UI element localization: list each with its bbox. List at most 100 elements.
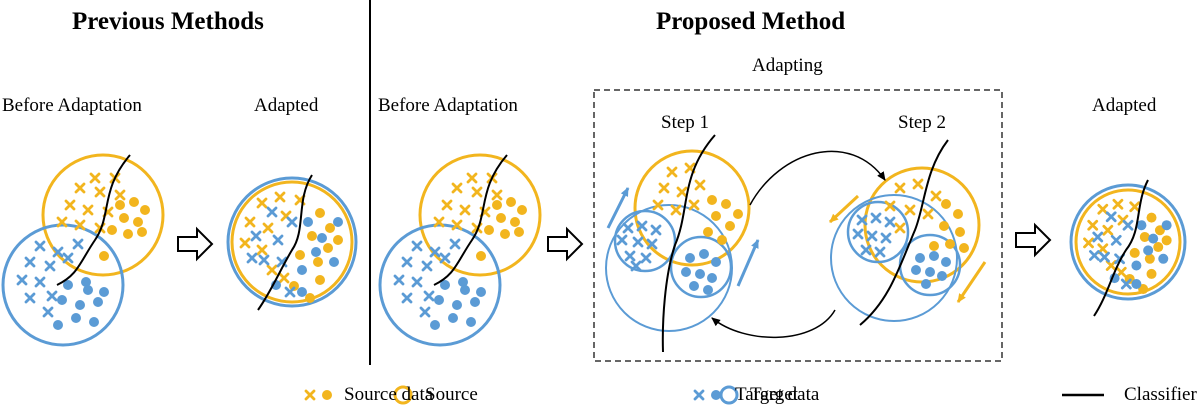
legend-target-cross-point	[693, 389, 705, 401]
source-cross-point	[459, 204, 471, 216]
target-dot-point	[99, 287, 109, 297]
label-before-adaptation: Before Adaptation	[378, 95, 518, 116]
source-cross-point	[1105, 260, 1117, 271]
target-dot-point	[1136, 220, 1147, 231]
target-cross-point	[1122, 219, 1134, 231]
source-dot-point	[484, 225, 494, 235]
target-domain-circle	[1069, 183, 1187, 301]
legend-source-cross-point	[304, 389, 316, 401]
source-cross-point	[884, 200, 896, 212]
heading-previous-methods: Previous Methods	[72, 8, 264, 35]
source-dot-point	[295, 250, 305, 260]
source-cross-point	[266, 264, 278, 276]
target-cross-point	[630, 260, 642, 272]
target-dot-point	[470, 297, 480, 307]
target-cross-point	[874, 246, 886, 258]
source-cross-point	[1097, 203, 1109, 215]
source-cross-point	[670, 204, 682, 216]
hollow-arrow-icon	[1015, 222, 1052, 258]
source-cross-point	[466, 172, 478, 184]
source-cross-point	[688, 199, 700, 211]
curved-arrow-icon	[749, 150, 886, 206]
source-dot-point	[1153, 242, 1164, 253]
target-cross-point	[1120, 278, 1132, 290]
legend-target-data-symbol	[693, 389, 721, 401]
target-dot-point	[460, 285, 470, 295]
target-cross-point	[24, 256, 36, 268]
target-data-points	[616, 220, 721, 295]
target-cross-point	[34, 240, 46, 252]
source-cross-point	[82, 204, 94, 216]
source-dot-point	[289, 281, 299, 291]
target-dot-point	[448, 313, 458, 323]
blue-arrow-icon	[736, 239, 760, 287]
target-cross-point	[870, 212, 882, 224]
classifier-line	[433, 154, 508, 286]
source-domain-circle	[1074, 188, 1182, 296]
source-dot-point	[1161, 235, 1172, 246]
target-dot-point	[695, 269, 705, 279]
label-step2: Step 2	[898, 112, 947, 133]
target-dot-point	[71, 313, 81, 323]
source-domain-circle	[633, 149, 751, 267]
classifier-line	[1093, 179, 1149, 317]
source-cross-point	[1087, 219, 1099, 231]
source-dot-point	[1146, 268, 1157, 279]
target-domain-circle	[378, 223, 502, 347]
source-dot-point	[313, 257, 323, 267]
target-cross-point	[1089, 250, 1100, 261]
target-cross-point	[16, 274, 28, 286]
target-cross-point	[423, 290, 435, 302]
source-cross-point	[894, 222, 906, 234]
classifier-line	[257, 174, 313, 311]
source-dot-point	[500, 229, 510, 239]
target-cross-point	[411, 276, 423, 288]
target-dot-point	[333, 217, 343, 227]
target-dot-point	[89, 317, 99, 327]
source-cross-point	[244, 216, 256, 228]
previous-adapted-panel	[226, 174, 358, 311]
target-cross-point	[439, 252, 451, 264]
source-dot-point	[945, 239, 955, 249]
target-cross-point	[421, 260, 433, 272]
source-dot-point	[959, 243, 969, 253]
label-before-adaptation: Before Adaptation	[2, 95, 142, 116]
source-dot-point	[140, 205, 150, 215]
target-cross-point	[44, 260, 56, 272]
target-dot-point	[63, 280, 73, 290]
source-dot-point	[333, 235, 343, 245]
source-data-points	[56, 172, 150, 261]
source-domain-circle	[41, 153, 165, 277]
source-dot-point	[137, 227, 147, 237]
target-dot-point	[1131, 260, 1142, 271]
source-domain-circle	[863, 166, 981, 284]
source-cross-point	[1102, 224, 1114, 236]
target-cross-point	[880, 232, 892, 244]
target-cross-point	[1105, 211, 1117, 223]
source-dot-point	[315, 208, 325, 218]
legend-source-label: Source	[425, 384, 478, 405]
classifier-line	[859, 139, 949, 326]
target-cross-point	[62, 252, 74, 264]
source-dot-point	[725, 221, 735, 231]
source-cross-point	[652, 199, 664, 211]
target-dot-point	[1131, 279, 1142, 289]
target-dot-point	[458, 277, 468, 287]
source-dot-point	[707, 195, 717, 205]
source-cross-point	[256, 244, 268, 256]
source-dot-point	[119, 213, 129, 223]
curved-arrow-icon	[711, 309, 836, 339]
target-cross-point	[884, 216, 896, 228]
target-dot-point	[681, 267, 691, 277]
target-dot-point	[1158, 253, 1169, 264]
previous-before-panel	[1, 153, 165, 347]
mixed-data-points	[1083, 198, 1172, 295]
legend	[304, 385, 1104, 405]
target-cross-point	[1110, 234, 1122, 246]
target-dot-point	[75, 300, 85, 310]
target-cross-point	[419, 306, 431, 318]
source-cross-point	[56, 216, 68, 228]
source-cross-point	[1112, 198, 1124, 210]
target-cross-point	[272, 234, 284, 246]
target-dot-point	[297, 265, 307, 275]
